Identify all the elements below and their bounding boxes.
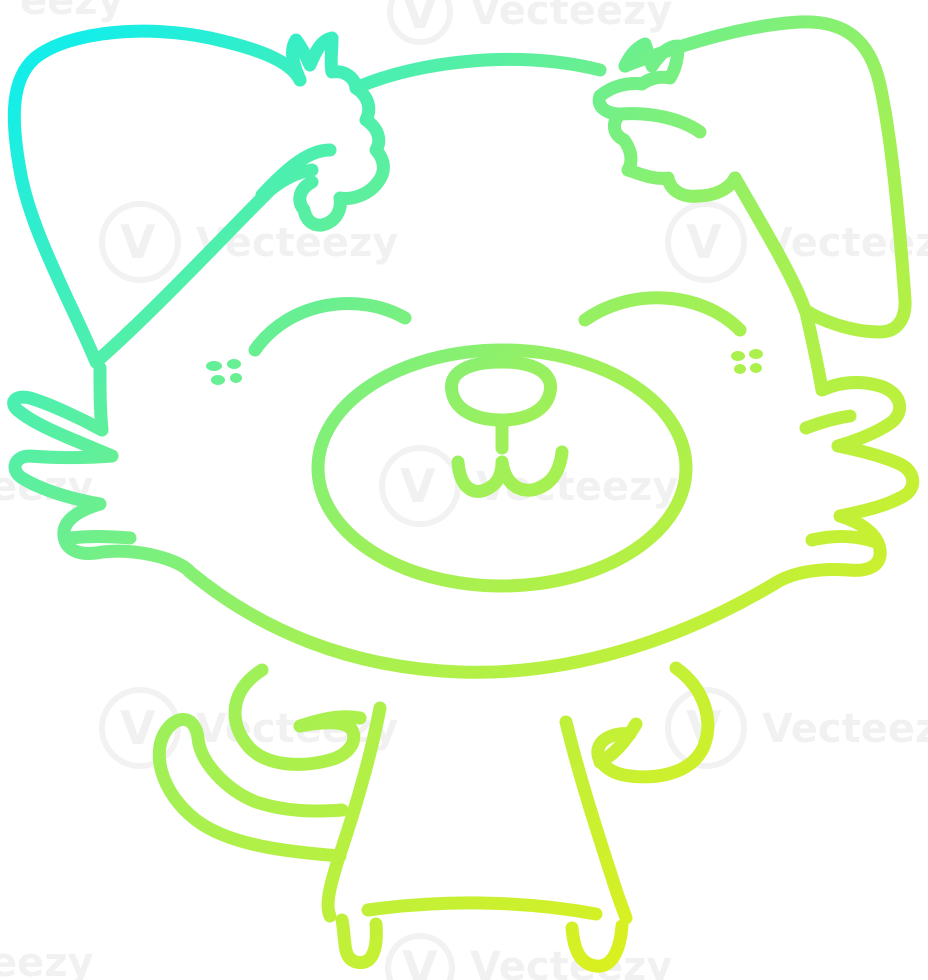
right-freckles xyxy=(731,349,763,374)
head-chin-outline xyxy=(183,565,781,679)
head-top-outline xyxy=(349,53,607,95)
body-right-outline xyxy=(559,715,633,925)
body-hem xyxy=(361,896,603,921)
body-left-outline xyxy=(321,701,387,923)
tail xyxy=(152,712,349,863)
left-hair-tuft xyxy=(255,31,390,232)
right-hair-tuft xyxy=(592,37,742,203)
left-foot xyxy=(335,913,383,970)
svg-text:V: V xyxy=(686,215,722,269)
watermark-text: Vecteezy xyxy=(470,0,672,34)
left-freckles xyxy=(206,359,242,385)
svg-text:V: V xyxy=(120,215,156,269)
right-foot xyxy=(565,919,629,973)
right-cheek-fur xyxy=(767,305,920,591)
left-ear xyxy=(7,24,319,369)
watermark-top: V Vecteezy eezy xyxy=(20,0,672,45)
muzzle xyxy=(311,343,693,593)
watermark-text: eezy xyxy=(0,940,94,980)
watermark-text: eezy xyxy=(20,0,124,24)
right-ear xyxy=(618,15,912,339)
nose-icon xyxy=(445,355,558,427)
svg-text:V: V xyxy=(400,459,436,513)
left-eye xyxy=(248,297,412,357)
right-arm xyxy=(591,661,715,784)
left-arm xyxy=(228,663,367,771)
watermark-row-3: V Vecteezy V Vecteezy xyxy=(99,687,928,769)
svg-text:V: V xyxy=(402,0,438,39)
watermark-bottom: eezy V Vecteezy xyxy=(0,933,672,980)
left-cheek-fur xyxy=(7,361,197,579)
mouth xyxy=(451,445,569,498)
svg-text:V: V xyxy=(120,701,156,755)
watermark-text: Vecteezy xyxy=(762,706,928,752)
svg-text:V: V xyxy=(402,941,438,980)
right-eye xyxy=(578,291,747,337)
